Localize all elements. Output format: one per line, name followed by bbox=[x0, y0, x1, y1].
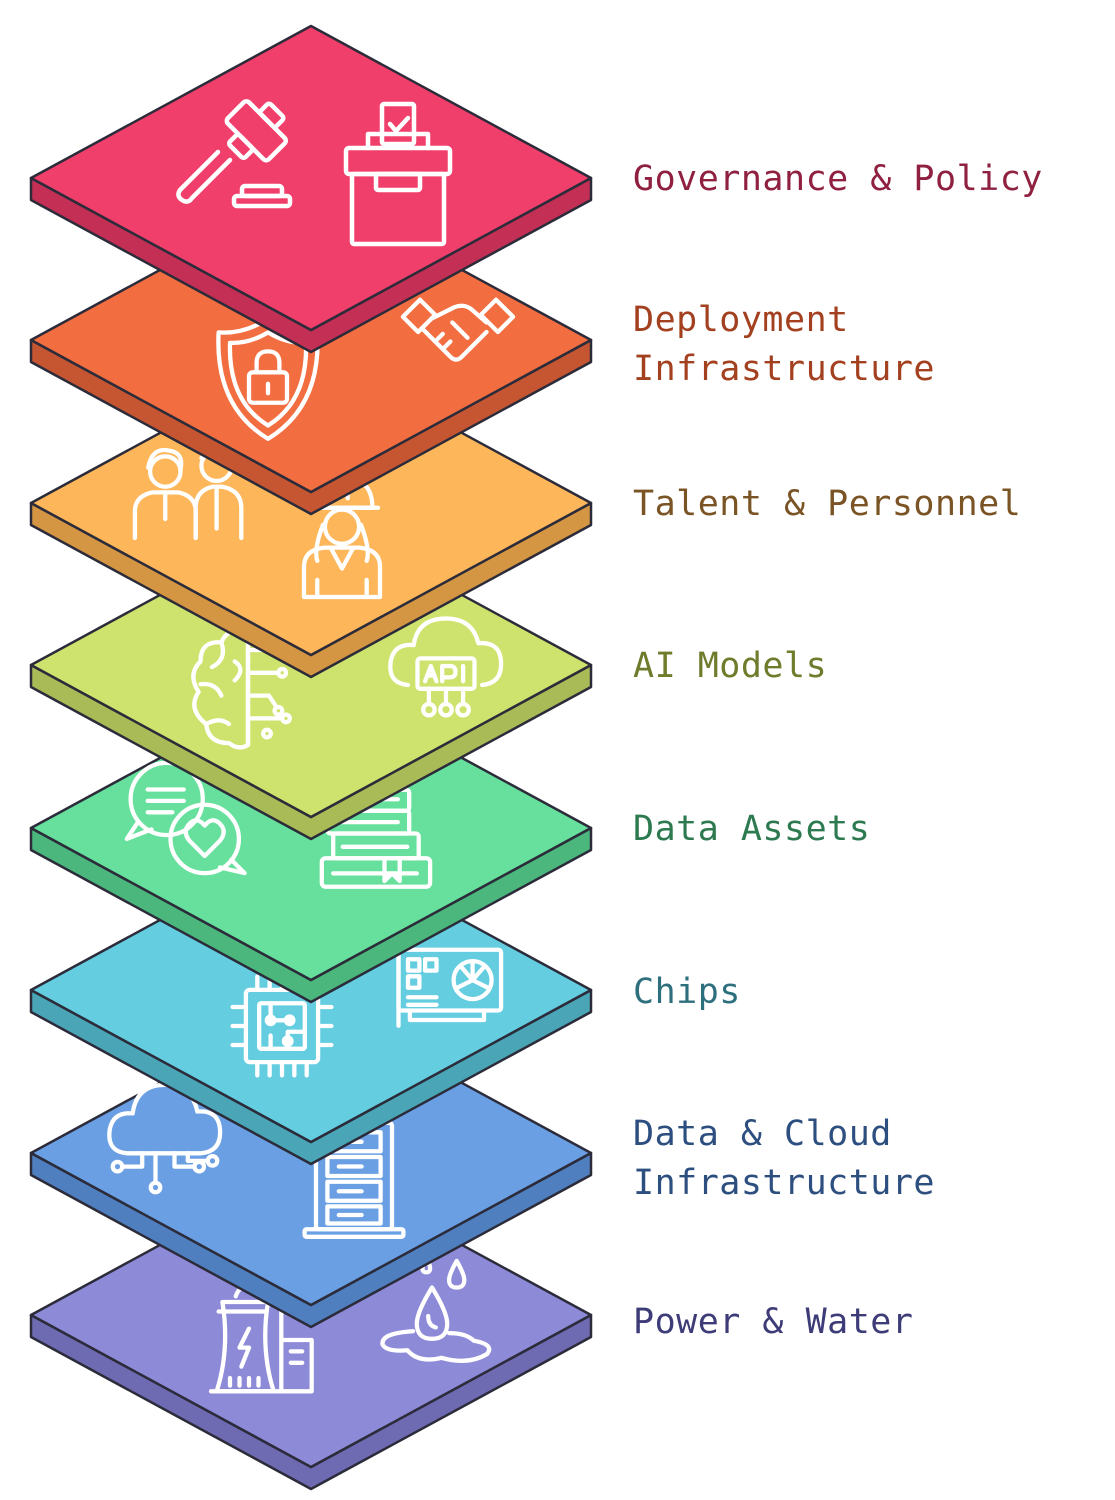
label-power-water: Power & Water bbox=[633, 1302, 914, 1342]
label-data-assets: Data Assets bbox=[633, 809, 871, 849]
layers-group bbox=[29, 24, 593, 1491]
label-governance-policy: Governance & Policy bbox=[633, 159, 1043, 199]
layer-0 bbox=[29, 24, 593, 354]
label-deployment-infrastructure: Deployment Infrastructure bbox=[633, 300, 936, 389]
label-ai-models: AI Models bbox=[633, 646, 828, 686]
layer-top-0 bbox=[29, 24, 593, 332]
label-talent-personnel: Talent & Personnel bbox=[633, 484, 1022, 524]
label-data-cloud-infrastructure: Data & Cloud Infrastructure bbox=[633, 1114, 936, 1203]
label-chips: Chips bbox=[633, 972, 741, 1012]
